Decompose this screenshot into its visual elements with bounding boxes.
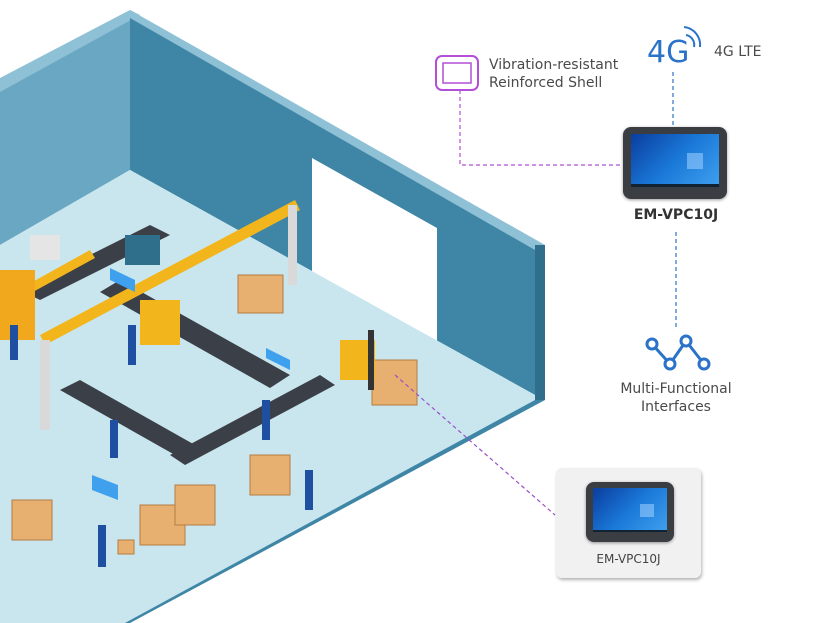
callout-tablet-image: [586, 482, 674, 542]
shell-connector: [459, 90, 620, 166]
interfaces-label-line1: Multi-Functional: [620, 381, 732, 397]
device-name: EM-VPC10J: [633, 207, 719, 223]
device-tablet-image: [623, 127, 727, 199]
shell-label-line1: Vibration-resistant: [489, 57, 619, 73]
callout-device-name: EM-VPC10J: [596, 552, 661, 566]
interfaces-label-line2: Interfaces: [641, 399, 711, 415]
windows-logo-icon: [687, 152, 703, 169]
4g-icon-text: 4G: [647, 35, 690, 70]
conveyor: [170, 375, 335, 465]
network-nodes-icon: [645, 334, 711, 371]
shell-feature-label: Vibration-resistant Reinforced Shell: [489, 56, 618, 92]
interfaces-feature-label: Multi-Functional Interfaces: [600, 380, 752, 416]
windows-logo-icon: [640, 503, 654, 517]
door-opening: [312, 158, 437, 345]
conveyor: [60, 380, 195, 455]
device-callout-connector: [394, 374, 556, 516]
4g-signal-icon: [683, 26, 702, 48]
device-callout-card: EM-VPC10J: [556, 468, 701, 578]
tablet-outline-icon: [435, 55, 479, 91]
lte-label: 4G LTE: [714, 44, 762, 60]
shell-label-line2: Reinforced Shell: [489, 75, 603, 91]
